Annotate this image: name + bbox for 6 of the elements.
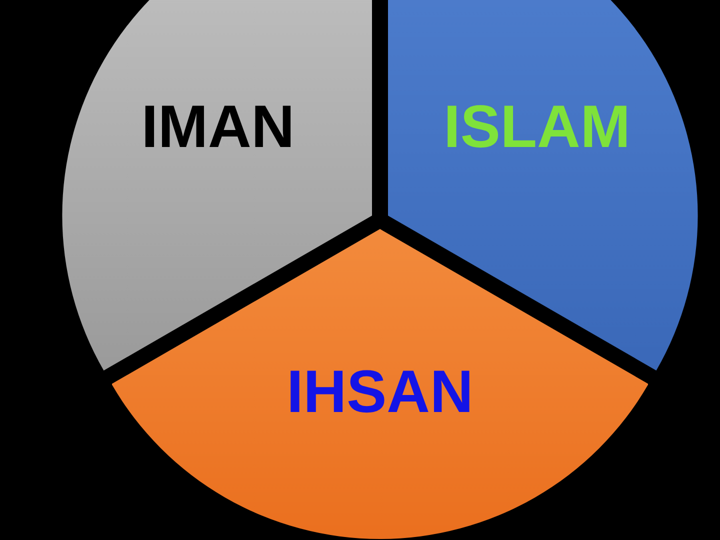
segment-label: IHSAN bbox=[286, 362, 474, 422]
segment-label: IMAN bbox=[141, 97, 295, 157]
segment-label: ISLAM bbox=[444, 97, 630, 157]
pie-segment bbox=[388, 0, 698, 370]
pie-segment bbox=[62, 0, 372, 370]
pie-segment bbox=[112, 229, 648, 539]
